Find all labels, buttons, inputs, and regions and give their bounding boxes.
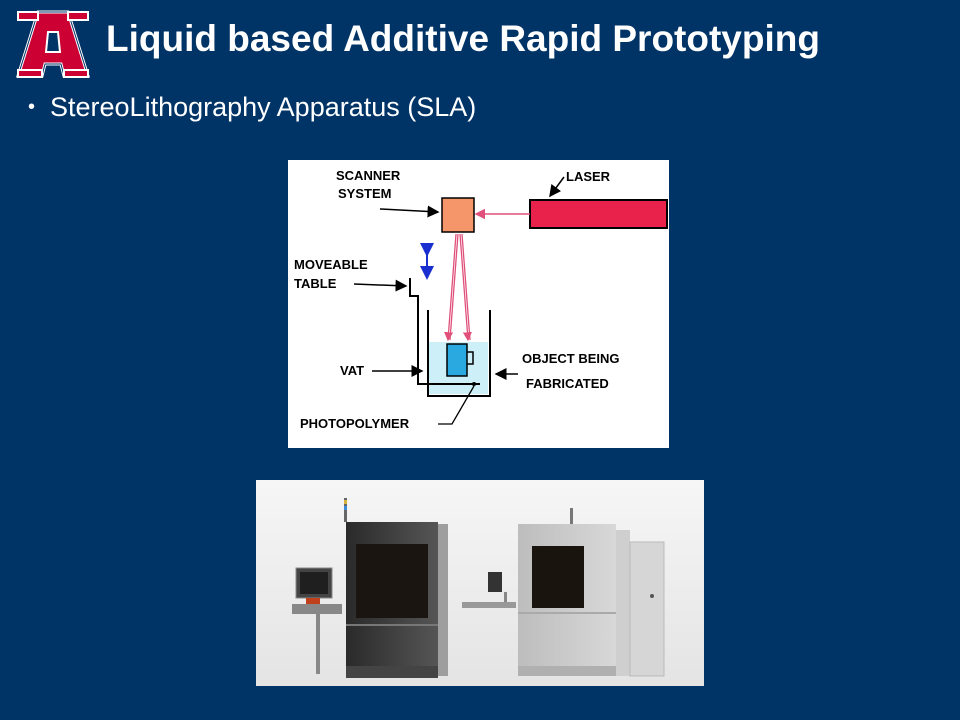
vat-outline	[427, 310, 491, 397]
bullet-dot-icon: •	[28, 96, 36, 118]
university-a-logo-icon	[15, 10, 91, 78]
laser-block	[529, 199, 668, 229]
sla-diagram: LASER SCANNER SYSTEM MOVEABLE TABLE VAT …	[288, 160, 669, 448]
bullet-text: StereoLithography Apparatus (SLA)	[50, 92, 477, 122]
photopolymer-leader-dot	[472, 382, 476, 386]
sla-machines-photo	[256, 480, 704, 686]
object-label-line1: OBJECT BEING	[522, 351, 620, 366]
laser-label-arrow	[549, 176, 565, 198]
table-label-line2: TABLE	[294, 276, 337, 291]
scan-beam-left-2	[449, 233, 459, 341]
scan-beam-left	[444, 233, 457, 342]
bullet-list: • StereoLithography Apparatus (SLA)	[28, 88, 476, 126]
scan-beam-right	[459, 233, 472, 342]
table-label-arrow	[353, 279, 408, 292]
fabricated-object	[446, 343, 468, 377]
vat-label: VAT	[340, 363, 364, 378]
slide-title: Liquid based Additive Rapid Prototyping	[106, 18, 820, 59]
sla-machine-dark	[292, 498, 448, 678]
laser-label: LASER	[566, 169, 611, 184]
moveable-table	[409, 278, 480, 385]
table-label-line1: MOVEABLE	[294, 257, 368, 272]
sla-machines-photo-svg	[256, 480, 704, 686]
fabricated-object-handle	[467, 351, 474, 365]
scan-beam-right-2	[461, 233, 471, 341]
object-label-line2: FABRICATED	[526, 376, 609, 391]
scanner-label-line2: SYSTEM	[338, 186, 391, 201]
photopolymer-label: PHOTOPOLYMER	[300, 416, 410, 431]
sla-diagram-svg: LASER SCANNER SYSTEM MOVEABLE TABLE VAT …	[294, 168, 668, 431]
bullet-item: • StereoLithography Apparatus (SLA)	[28, 88, 476, 126]
sla-machine-grey	[462, 508, 665, 677]
scanner-block	[441, 197, 475, 233]
university-logo	[15, 10, 91, 78]
scanner-label-line1: SCANNER	[336, 168, 401, 183]
photopolymer-leader	[438, 385, 475, 425]
scanner-label-arrow	[379, 205, 440, 218]
